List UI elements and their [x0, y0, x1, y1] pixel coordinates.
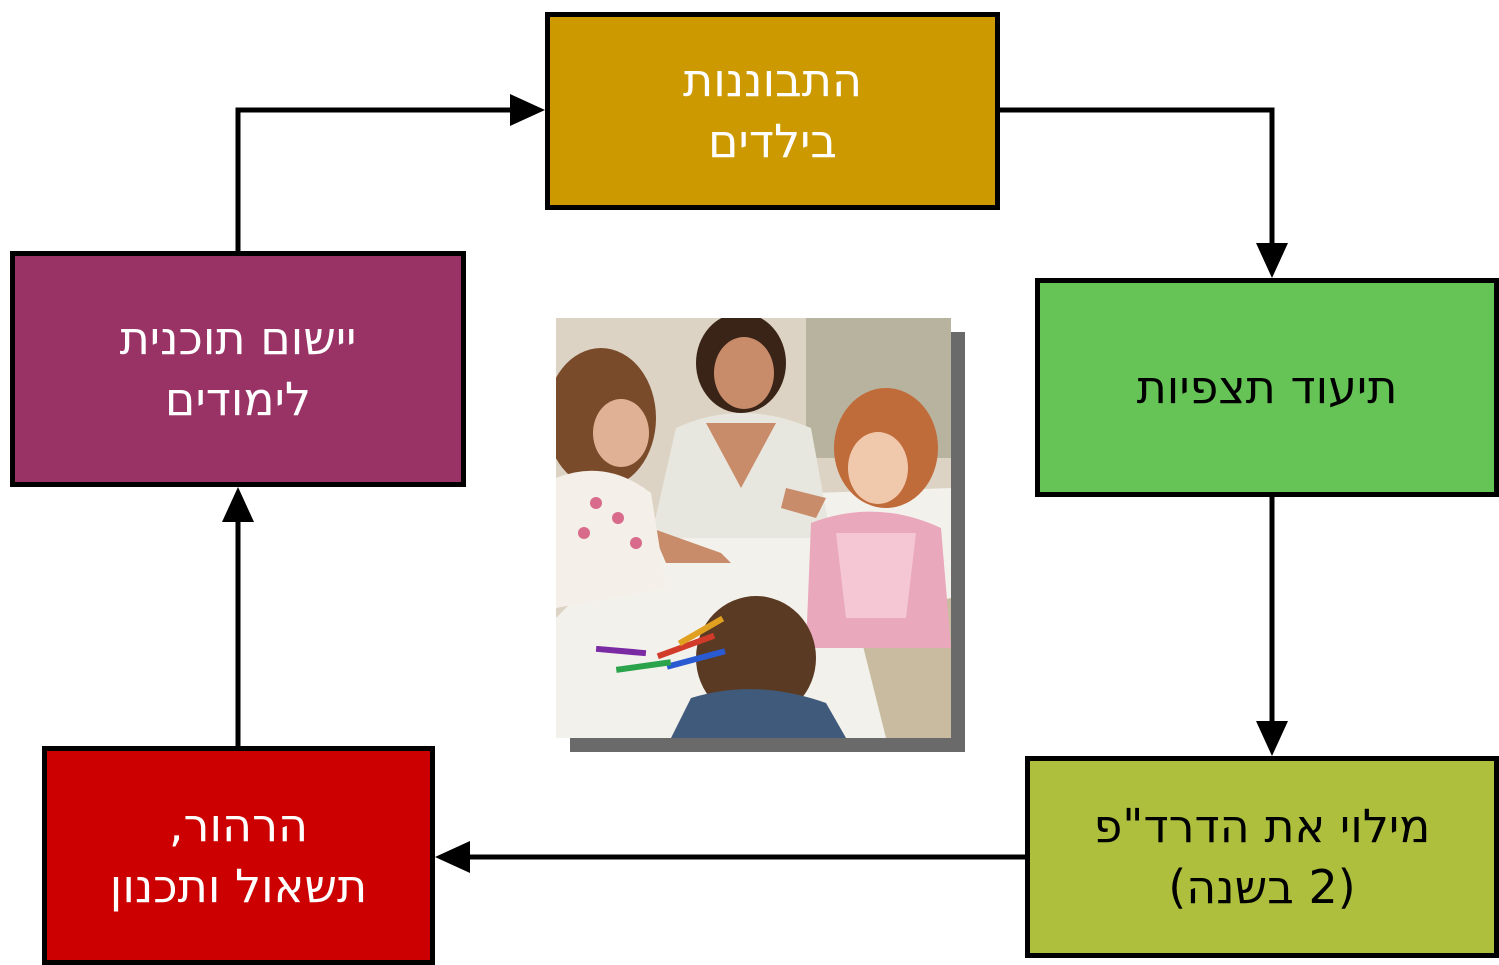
step-document-observations: תיעוד תצפיות	[1035, 278, 1499, 497]
step-observe-label: התבוננות בילדים	[683, 53, 863, 168]
arrow-fill-to-reflect	[435, 841, 1025, 873]
arrow-reflect-to-implement	[222, 487, 254, 746]
step-reflect-label: הרהור, תשאול ותכנון	[109, 797, 368, 913]
arrow-implement-to-observe	[235, 94, 545, 251]
step-implement-label: יישום תוכנית לימודים	[119, 311, 357, 426]
classroom-photo-illustration	[556, 318, 951, 738]
step-observe-children: התבוננות בילדים	[545, 12, 1000, 210]
step-fill-form: מילוי את הדרד"פ (2 בשנה)	[1025, 756, 1499, 958]
step-fill-form-label: מילוי את הדרד"פ (2 בשנה)	[1093, 799, 1431, 914]
classroom-photo	[556, 318, 951, 738]
step-implement-curriculum: יישום תוכנית לימודים	[10, 251, 466, 487]
arrow-document-to-fill	[1256, 497, 1288, 756]
step-reflect-plan: הרהור, תשאול ותכנון	[42, 746, 435, 965]
step-document-label: תיעוד תצפיות	[1136, 360, 1398, 415]
arrow-observe-to-document	[1000, 107, 1288, 278]
